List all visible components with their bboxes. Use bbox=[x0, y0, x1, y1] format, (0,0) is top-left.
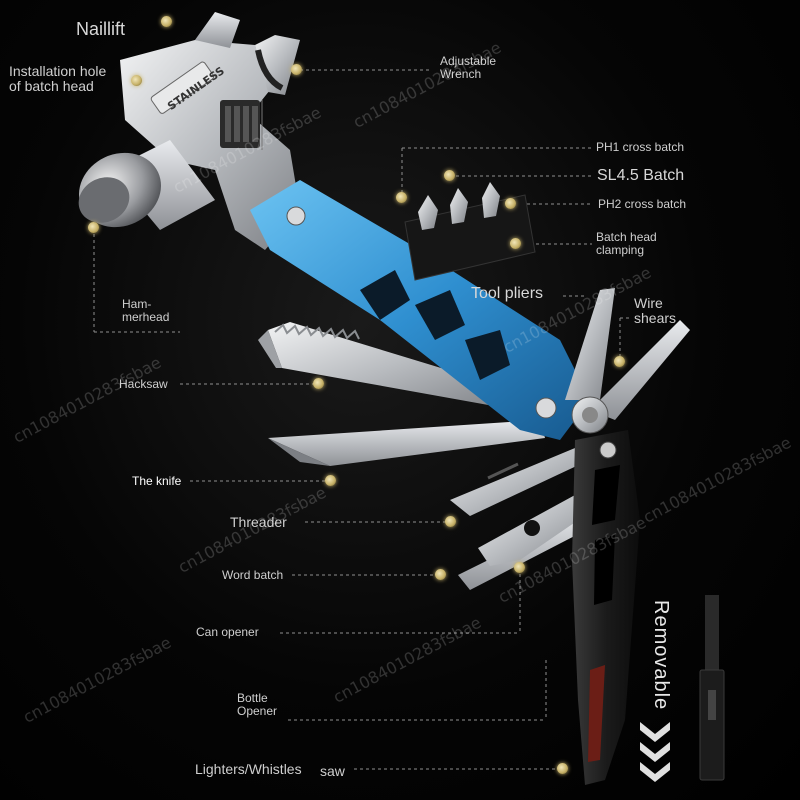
dot-can-opener bbox=[514, 562, 525, 573]
dot-hacksaw bbox=[313, 378, 324, 389]
label-hacksaw: Hacksaw bbox=[119, 377, 168, 391]
knife-blade bbox=[268, 420, 545, 466]
dot-batch-clamp bbox=[510, 238, 521, 249]
label-clamp-line1: Batch head bbox=[596, 230, 657, 244]
threader-blade bbox=[450, 448, 585, 516]
label-adjustable-line2: Wrench bbox=[440, 66, 482, 81]
black-handle bbox=[572, 430, 640, 785]
callout-lines bbox=[93, 69, 632, 770]
wrench-hammer-head: STAINLESS bbox=[120, 12, 300, 250]
batch-head-holder bbox=[404, 182, 536, 281]
label-can-opener: Can opener bbox=[196, 625, 259, 639]
dot-threader bbox=[445, 516, 456, 527]
can-opener-blade bbox=[478, 495, 590, 566]
label-ph2: PH2 cross batch bbox=[598, 197, 687, 211]
label-install-line1: Installation hole bbox=[9, 63, 107, 79]
dot-ph2 bbox=[505, 198, 516, 209]
label-lighters-whistles: Lighters/Whistles bbox=[195, 761, 302, 777]
dot-lighter bbox=[557, 763, 568, 774]
label-removable: Removable bbox=[650, 600, 672, 711]
tool-pliers bbox=[565, 288, 690, 434]
label-sl45: SL4.5 Batch bbox=[597, 167, 685, 184]
hacksaw-blade bbox=[258, 322, 520, 408]
hammer-head bbox=[78, 140, 215, 230]
label-wire-line2: shears bbox=[634, 309, 677, 326]
dot-wire-shears bbox=[614, 356, 625, 367]
removable-lighter bbox=[699, 595, 725, 781]
label-wire-shears: Wire shears bbox=[634, 296, 676, 325]
label-bottle-line2: Opener bbox=[237, 703, 278, 718]
label-install-line2: of batch head bbox=[9, 77, 94, 94]
dot-ph1 bbox=[396, 192, 407, 203]
label-bottle-line1: Bottle bbox=[237, 691, 268, 705]
label-knife: The knife bbox=[132, 474, 182, 488]
label-hammerhead: Ham- merhead bbox=[122, 298, 169, 323]
removable-arrows bbox=[640, 722, 670, 782]
dot-naillift bbox=[161, 16, 172, 27]
label-install-hole: Installation hole of batch head bbox=[9, 64, 106, 93]
label-bottle-opener: Bottle Opener bbox=[237, 692, 277, 717]
label-wire-line1: Wire bbox=[634, 295, 663, 311]
blue-handle bbox=[250, 180, 590, 440]
label-hammer-line2: merhead bbox=[122, 309, 170, 324]
label-tool-pliers: Tool pliers bbox=[471, 285, 544, 302]
dot-adjustable-wrench bbox=[291, 64, 302, 75]
label-threader: Threader bbox=[230, 514, 287, 530]
label-ph1: PH1 cross batch bbox=[596, 140, 685, 154]
dot-sl45 bbox=[444, 170, 455, 181]
label-naillift: Naillift bbox=[76, 19, 126, 39]
label-adjustable-line1: Adjustable bbox=[440, 54, 497, 68]
label-saw: saw bbox=[320, 763, 345, 779]
dot-install-hole bbox=[131, 75, 142, 86]
dot-knife bbox=[325, 475, 336, 486]
label-batch-clamp: Batch head clamping bbox=[596, 231, 657, 256]
label-hammer-line1: Ham- bbox=[122, 297, 152, 311]
dot-word-batch bbox=[435, 569, 446, 580]
label-word-batch: Word batch bbox=[222, 568, 284, 582]
label-adjustable-wrench: Adjustable Wrench bbox=[440, 55, 496, 80]
label-clamp-line2: clamping bbox=[596, 242, 645, 257]
dot-hammerhead bbox=[88, 222, 99, 233]
